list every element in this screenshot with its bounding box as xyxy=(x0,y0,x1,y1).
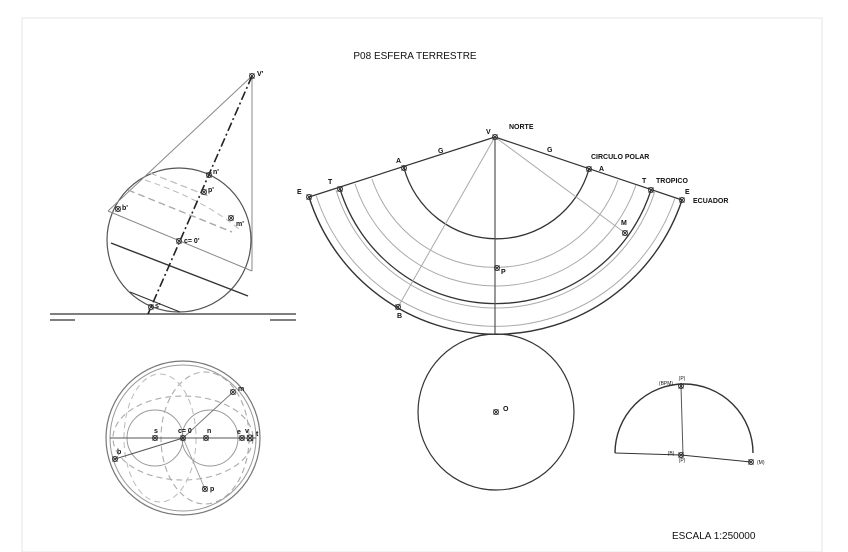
dev-label-g-right: G xyxy=(547,147,553,154)
plan-label-t: t xyxy=(256,431,259,438)
plan-label-p: p xyxy=(210,486,214,493)
plan-label-m: m xyxy=(238,386,244,393)
dev-label-norte: NORTE xyxy=(509,124,534,131)
plan-line-b xyxy=(114,437,184,460)
plan-label-n: n xyxy=(207,428,211,435)
radial-to-m xyxy=(494,136,626,234)
semi-point-top xyxy=(678,383,684,389)
plan-line-m xyxy=(182,391,234,439)
label-m-prime: m' xyxy=(236,221,244,228)
circle-label-o: O xyxy=(503,406,509,413)
plan-label-c: c= 0 xyxy=(178,428,192,435)
semi-point-center xyxy=(678,452,684,458)
plan-point-s xyxy=(152,435,158,441)
point-p-prime xyxy=(201,189,207,195)
semi-point-right xyxy=(748,459,754,465)
parallel-dashed-1 xyxy=(127,189,233,233)
label-p-prime: p' xyxy=(208,187,214,194)
dev-point-t-left xyxy=(337,186,343,192)
dev-label-p: P xyxy=(501,269,506,276)
dev-label-m: M xyxy=(621,220,627,227)
plan-point-t xyxy=(246,434,254,442)
plan-label-e: e xyxy=(237,429,241,436)
label-b-prime: b' xyxy=(122,205,128,212)
page-title: P08 ESFERA TERRESTRE xyxy=(353,51,477,62)
point-c-prime xyxy=(176,238,182,244)
point-n-prime xyxy=(206,172,212,178)
cone-base-line xyxy=(107,210,253,272)
dev-point-e-left xyxy=(306,194,312,200)
plan-label-b: b xyxy=(117,449,121,456)
semicircle-base-left xyxy=(614,452,682,456)
sheet-border xyxy=(21,17,823,552)
dev-label-b: B xyxy=(397,313,402,320)
semicircle-view: (BPM) (P) (B) (P) (M) xyxy=(614,376,765,466)
meridian-dashed xyxy=(144,179,241,231)
dev-label-v: V xyxy=(486,129,491,136)
radial-to-b xyxy=(397,136,496,308)
elevation-view: V' n' p' b' m' c= 0' s' xyxy=(50,71,296,321)
point-v-prime xyxy=(249,73,255,79)
scale-label: ESCALA 1:250000 xyxy=(672,531,756,542)
plan-line-p xyxy=(182,437,206,490)
semicircle-vertical xyxy=(680,385,684,456)
dev-point-m xyxy=(622,230,628,236)
label-c-prime: c= 0' xyxy=(184,238,200,245)
dev-point-a-right xyxy=(586,166,592,172)
plan-point-e xyxy=(239,435,245,441)
point-b-prime xyxy=(115,206,121,212)
circle-center-point xyxy=(493,409,499,415)
plan-point-p xyxy=(202,486,208,492)
dev-label-a-right: A xyxy=(599,166,604,173)
label-n-prime: n' xyxy=(213,169,219,176)
label-s-prime: s' xyxy=(155,303,161,310)
plan-view: m s c= 0 n e v t b p xyxy=(105,360,261,516)
plan-point-c xyxy=(180,435,186,441)
dev-label-t-left: T xyxy=(328,179,333,186)
dev-point-p xyxy=(494,265,500,271)
sphere-axis xyxy=(147,75,253,315)
dev-label-a-left: A xyxy=(396,158,401,165)
dev-point-b xyxy=(395,304,401,310)
point-m-prime xyxy=(228,215,234,221)
plan-label-v: v xyxy=(245,428,249,435)
dev-point-a-left xyxy=(401,165,407,171)
semi-label-right: (M) xyxy=(757,460,765,466)
semicircle-arc xyxy=(614,383,754,454)
cone-left-generatrix xyxy=(107,75,253,212)
arc-circulo-polar xyxy=(403,167,590,240)
dev-label-g-left: G xyxy=(438,148,444,155)
plan-point-n xyxy=(203,435,209,441)
point-s-prime xyxy=(148,304,154,310)
semi-label-center-1: (B) xyxy=(668,451,675,457)
dev-label-ecuador: ECUADOR xyxy=(693,198,728,205)
parallel-solid-2 xyxy=(129,291,181,313)
dev-point-t-right xyxy=(648,187,654,193)
dev-label-e-left: E xyxy=(297,189,302,196)
parallel-solid-1 xyxy=(110,242,249,297)
cone-development: NORTE V G G A A CIRCULO POLAR T T TROPIC… xyxy=(297,124,728,335)
big-circle xyxy=(417,333,575,491)
plan-point-b xyxy=(112,456,118,462)
dev-label-circulo-polar: CIRCULO POLAR xyxy=(591,154,649,161)
dev-point-e-right xyxy=(679,197,685,203)
semi-label-top-2: (P) xyxy=(679,376,686,382)
dev-label-tropico: TROPICO xyxy=(656,178,688,185)
label-v-prime: V' xyxy=(257,71,264,78)
plan-point-m xyxy=(230,389,236,395)
semi-label-center-2: (P) xyxy=(679,458,686,464)
dev-point-v xyxy=(492,134,498,140)
plan-label-s: s xyxy=(154,428,158,435)
semi-label-top-1: (BPM) xyxy=(659,381,674,387)
semicircle-base-right xyxy=(680,454,752,463)
dev-label-e-right: E xyxy=(685,189,690,196)
circle-view: O xyxy=(417,333,575,491)
dev-label-t-right: T xyxy=(642,178,647,185)
plan-outer-circle xyxy=(105,360,261,516)
